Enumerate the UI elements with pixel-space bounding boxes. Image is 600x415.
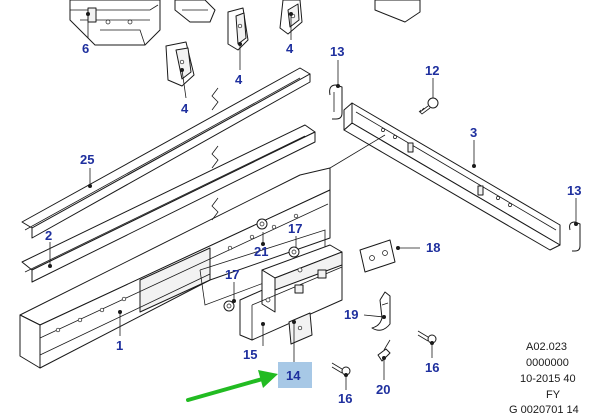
break-marks <box>211 87 219 221</box>
nut-part-17-right <box>288 246 300 258</box>
callout-1[interactable]: 1 <box>116 338 123 353</box>
callout-20[interactable]: 20 <box>376 382 390 397</box>
callout-3[interactable]: 3 <box>470 125 477 140</box>
green-arrow-icon <box>186 370 278 402</box>
callout-17-right[interactable]: 17 <box>288 221 302 236</box>
highlight-box <box>278 362 312 388</box>
reference-block: A02.023 0000000 10-2015 40 FY G 0020701 … <box>509 341 579 415</box>
screw-part-16-right <box>417 330 437 344</box>
bolt-part-12 <box>418 97 439 115</box>
top-plate-part <box>374 0 421 23</box>
reference-line-3: 10-2015 40 <box>520 373 576 385</box>
leader-dots <box>48 12 578 377</box>
callout-14[interactable]: 14 <box>286 368 301 383</box>
callout-21[interactable]: 21 <box>254 244 268 259</box>
callout-4-upper[interactable]: 4 <box>286 41 294 56</box>
top-bracket-part <box>174 0 216 23</box>
bracket-part-15 <box>239 244 343 341</box>
clip-part-13-right <box>569 221 581 252</box>
nut-part-21 <box>256 218 268 230</box>
callout-17-left[interactable]: 17 <box>225 267 239 282</box>
cross-member-part-3 <box>343 102 561 251</box>
bracket-part-middle <box>227 7 249 51</box>
long-rail-part-25 <box>21 67 311 239</box>
reference-line-5: G 0020701 14 <box>509 404 579 415</box>
callout-13-right[interactable]: 13 <box>567 183 581 198</box>
callout-16-right[interactable]: 16 <box>425 360 439 375</box>
nut-part-17-left <box>223 300 235 312</box>
reference-line-1: A02.023 <box>526 341 567 353</box>
callout-4-middle[interactable]: 4 <box>235 72 243 87</box>
long-rail-part-2 <box>21 124 316 283</box>
callout-6[interactable]: 6 <box>82 41 89 56</box>
callout-16-bottom[interactable]: 16 <box>338 391 352 406</box>
callout-19[interactable]: 19 <box>344 307 358 322</box>
clip-part-13-left <box>329 84 343 120</box>
bracket-part-lower <box>165 41 195 87</box>
callout-15[interactable]: 15 <box>243 347 257 362</box>
clip-part-20 <box>377 339 391 362</box>
bracket-part-18 <box>359 239 396 273</box>
callout-4-lower[interactable]: 4 <box>181 101 189 116</box>
leader-lines <box>49 14 577 390</box>
side-member-part-1 <box>19 167 331 369</box>
callout-13-left[interactable]: 13 <box>330 44 344 59</box>
callout-18[interactable]: 18 <box>426 240 440 255</box>
reference-line-2: 0000000 <box>526 357 569 369</box>
assembly-line <box>329 134 386 169</box>
callout-25[interactable]: 25 <box>80 152 94 167</box>
callout-2[interactable]: 2 <box>45 228 52 243</box>
reference-line-4: FY <box>546 389 561 401</box>
callout-labels: 6 4 4 4 25 2 1 13 12 3 13 17 21 18 17 19… <box>45 41 581 406</box>
screw-part-16-bottom <box>331 362 351 376</box>
cross-member-part <box>69 0 161 46</box>
clamp-part-19 <box>371 291 391 331</box>
callout-12[interactable]: 12 <box>425 63 439 78</box>
